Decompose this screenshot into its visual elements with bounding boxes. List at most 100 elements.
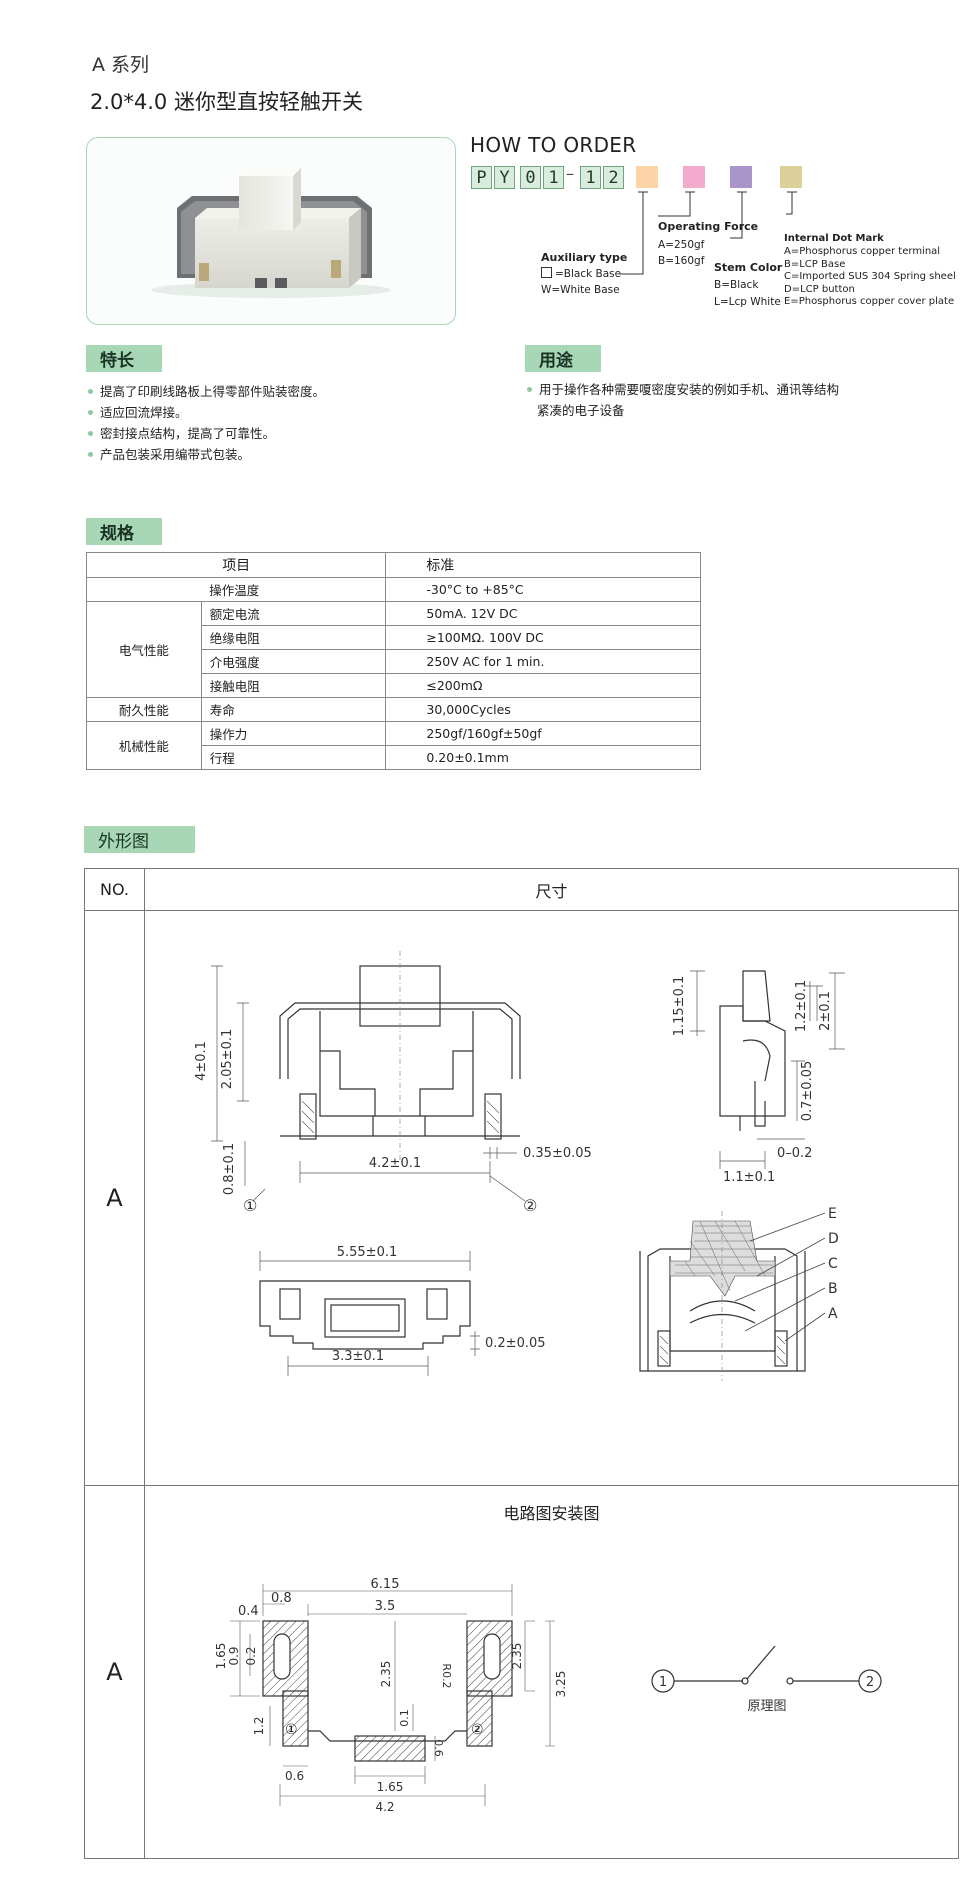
spec-label: 行程	[200, 745, 387, 770]
section-letter: D	[828, 1231, 839, 1247]
auxiliary-black-text: =Black Base	[555, 268, 622, 280]
usage-item-cont: 紧凑的电子设备	[537, 403, 625, 418]
usage-item: 用于操作各种需要嗄密度安装的例如手机、通讯等结构	[525, 379, 839, 400]
dim-bottom-w2: 3.3±0.1	[332, 1349, 384, 1364]
pcb-dim-o: 4.2	[375, 1800, 394, 1814]
spec-value: ≥100MΩ. 100V DC	[385, 625, 701, 650]
switch-illustration	[151, 168, 391, 298]
section-letter: B	[828, 1281, 838, 1297]
swatch-stem	[730, 166, 752, 188]
dim-side-c: 2±0.1	[818, 991, 833, 1031]
pcb-dim-g: 2.35	[379, 1661, 393, 1688]
usage-tag: 用途	[525, 345, 601, 372]
code-char: P	[471, 166, 492, 189]
spec-label: 操作力	[200, 721, 387, 746]
usage-list: 用于操作各种需要嗄密度安装的例如手机、通讯等结构 紧凑的电子设备	[525, 379, 839, 421]
circuit-title: 电路图安装图	[503, 1504, 600, 1523]
dim-side-d: 0.7±0.05	[800, 1061, 815, 1122]
pcb-dim-k: 1.2	[252, 1716, 266, 1735]
schematic-pin-2: 2	[866, 1675, 874, 1690]
section-letter: A	[828, 1306, 838, 1322]
section-letter: E	[828, 1206, 837, 1222]
table-row: 行程 0.20±0.1mm	[87, 745, 701, 770]
dimension-drawings: 4±0.1 2.05±0.1 0.8±0.1 4.2±0.1 0.35±0.05…	[194, 951, 845, 1381]
swatch-force	[683, 166, 705, 188]
feature-item: 密封接点结构，提高了可靠性。	[86, 423, 325, 444]
pcb-dim-c: 3.5	[375, 1599, 396, 1614]
dot-item: C=Imported SUS 304 Spring sheel	[784, 271, 956, 282]
pin-2-label: ②	[523, 1196, 537, 1215]
dot-item: E=Phosphorus copper cover plate	[784, 296, 955, 307]
features-tag: 特长	[86, 345, 162, 372]
circuit-cell: 电路图安装图	[144, 1485, 959, 1859]
code-char: 1	[543, 166, 564, 189]
stem-title: Stem Color	[714, 261, 783, 274]
pcb-pin-2: ②	[471, 1722, 484, 1738]
pcb-dim-n: 0.6	[432, 1739, 445, 1757]
stem-b: B=Black	[714, 279, 759, 291]
page-title: 2.0*4.0 迷你型直按轻触开关	[90, 90, 363, 114]
spec-value: 0.20±0.1mm	[385, 745, 701, 770]
dot-item: D=LCP button	[784, 283, 855, 295]
dim-side-e: 0–0.2	[777, 1146, 812, 1161]
spec-value: 250gf/160gf±50gf	[385, 721, 701, 746]
how-to-order-heading: HOW TO ORDER	[470, 133, 637, 157]
schematic-pin-1: 1	[659, 1675, 667, 1690]
pcb-dim-w: 6.15	[371, 1577, 400, 1592]
spec-value: ≤200mΩ	[385, 673, 701, 698]
force-b: B=160gf	[658, 255, 705, 267]
table-row: 操作温度 -30°C to +85°C	[86, 577, 701, 602]
dim-front-b: 0.8±0.1	[222, 1143, 237, 1195]
dim-bottom-w: 5.55±0.1	[337, 1245, 398, 1260]
code-char: 1	[580, 166, 601, 189]
schematic-label: 原理图	[747, 1699, 786, 1714]
pcb-dim-m: 1.65	[377, 1780, 404, 1794]
dot-items: A=Phosphorus copper terminal B=LCP Base …	[784, 246, 956, 309]
spec-col-std: 标准	[385, 552, 701, 578]
code-char: Y	[494, 166, 515, 189]
row-label: A	[84, 1485, 145, 1859]
dim-side-a: 1.15±0.1	[672, 976, 687, 1037]
series-label: A 系列	[92, 54, 150, 76]
pcb-dim-a: 0.8	[271, 1591, 292, 1606]
feature-item: 提高了印刷线路板上得零部件贴装密度。	[86, 381, 325, 402]
spec-label: 操作温度	[201, 577, 387, 602]
code-dash: –	[566, 164, 574, 183]
spec-group: 电气性能	[86, 601, 202, 698]
spec-value: -30°C to +85°C	[385, 577, 701, 602]
dot-item: A=Phosphorus copper terminal	[784, 246, 941, 257]
table-row: 电气性能 额定电流 50mA. 12V DC	[86, 601, 701, 698]
spec-value: 50mA. 12V DC	[385, 601, 701, 626]
spec-value: 250V AC for 1 min.	[385, 649, 701, 674]
dim-front-t: 0.35±0.05	[523, 1146, 592, 1161]
outline-table: NO. 尺寸 A	[84, 868, 959, 1859]
dim-bottom-t: 0.2±0.05	[485, 1336, 546, 1351]
pcb-dim-b: 0.4	[238, 1604, 259, 1619]
dim-side-f: 1.1±0.1	[723, 1170, 775, 1185]
outline-header-row: NO. 尺寸	[84, 868, 959, 911]
spec-col-item: 项目	[85, 552, 387, 578]
spec-label: 介电强度	[200, 649, 387, 674]
dim-front-h: 4±0.1	[194, 1041, 209, 1081]
table-row: 介电强度 250V AC for 1 min.	[87, 649, 701, 674]
row-label: A	[84, 910, 145, 1486]
swatch-auxiliary	[636, 166, 658, 188]
drawing-cell: 4±0.1 2.05±0.1 0.8±0.1 4.2±0.1 0.35±0.05…	[144, 910, 959, 1486]
spec-label: 绝缘电阻	[200, 625, 387, 650]
spec-group: 耐久性能	[86, 697, 202, 722]
force-a: A=250gf	[658, 239, 705, 251]
auxiliary-title: Auxiliary type	[541, 251, 628, 264]
table-row: A 电路图安装图	[84, 1485, 959, 1859]
spec-label: 接触电阻	[200, 673, 387, 698]
feature-item: 适应回流焊接。	[86, 402, 325, 423]
spec-header-row: 项目 标准	[85, 552, 701, 578]
table-row: 接触电阻 ≤200mΩ	[87, 673, 701, 698]
col-no: NO.	[84, 868, 145, 911]
order-connector-lines	[620, 191, 797, 275]
dim-side-b: 1.2±0.1	[794, 980, 809, 1032]
outline-tag: 外形图	[84, 826, 195, 853]
pcb-dim-i: 2.35	[510, 1643, 524, 1670]
checkbox-icon	[541, 267, 552, 278]
pcb-dim-e: 0.9	[227, 1646, 241, 1665]
spec-table: 项目 标准 操作温度 -30°C to +85°C 电气性能 额定电流 50mA…	[85, 552, 701, 770]
